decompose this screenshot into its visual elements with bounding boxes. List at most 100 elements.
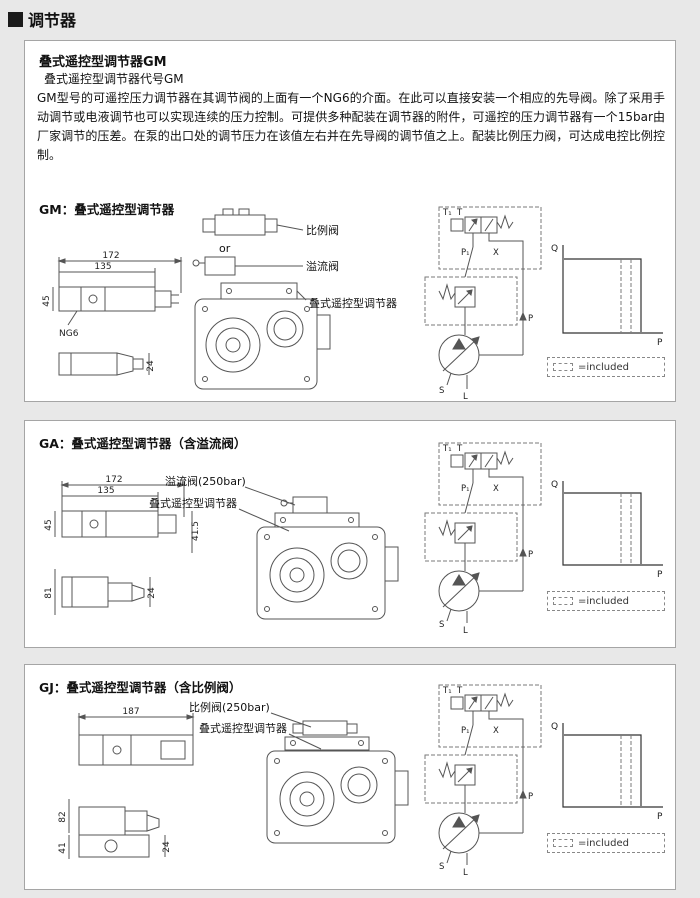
ga-section-title: GA：叠式遥控型调节器（含溢流阀） [39, 436, 247, 451]
gj-chart-curve [564, 734, 642, 806]
gj-chart-axes [562, 723, 663, 808]
title-marker-square [8, 11, 23, 27]
gj-port-x: X [493, 726, 499, 736]
ga-port-l: L [463, 626, 468, 636]
ga-chart-p-label: P [657, 570, 663, 580]
ga-port-x: X [493, 484, 499, 494]
gm-top-view-outline [52, 257, 183, 326]
gj-dim-24: 24 [162, 841, 172, 853]
ga-dim-24: 24 [147, 587, 157, 599]
gj-callout-leader-1 [270, 712, 312, 728]
gj-legend-symbol [553, 839, 573, 847]
gm-relief-valve-figure [192, 256, 303, 276]
ga-pump-figure: 溢流阀(250bar) 叠式遥控型调节器 [149, 474, 399, 620]
ga-pilot-dashed-box [438, 442, 542, 506]
gm-pilot-dashed-box [438, 206, 542, 270]
ga-legend-text: =included [578, 595, 629, 607]
gj-dimension-drawing: 187 82 41 24 [58, 707, 195, 859]
gm-section-title: GM：叠式遥控型调节器 [39, 202, 175, 217]
ga-qp-chart: Q P [551, 480, 663, 580]
ga-dim-172: 172 [105, 475, 122, 485]
gm-legend: =included [547, 357, 665, 377]
gm-heading: 叠式遥控型调节器GM [39, 55, 167, 70]
ga-side-view-outline [54, 569, 151, 615]
page-title: 调节器 [28, 11, 77, 30]
gm-callout-regulator: 叠式遥控型调节器 [309, 296, 397, 310]
ga-chart-curve [564, 492, 642, 564]
ga-callout-leader-1 [244, 486, 296, 506]
gm-dim-135: 135 [94, 262, 111, 272]
gm-side-view-outline [58, 352, 150, 376]
ga-chart-q-label: Q [551, 480, 558, 490]
ga-chart-axes [562, 481, 663, 566]
gm-port-p: P [528, 314, 533, 324]
ga-port-p: P [528, 550, 533, 560]
ga-port-t1: T₁ [442, 444, 452, 454]
gj-port-l: L [463, 868, 468, 878]
gj-dim-187: 187 [122, 707, 139, 717]
ga-regulator-dashed-box [424, 512, 518, 562]
gj-legend: =included [547, 833, 665, 853]
ga-pilot-valve-symbol [450, 450, 524, 549]
ga-circuit-diagram: T₁ T P₁ X P S L [424, 442, 542, 636]
gj-top-view-outline [77, 713, 195, 766]
gj-pump-figure: 比例阀(250bar) 叠式遥控型调节器 [189, 700, 409, 844]
gj-port-s: S [439, 862, 444, 872]
ga-dim-135: 135 [97, 486, 114, 496]
gm-pump-body-figure [194, 282, 331, 390]
page-header: 调节器 [8, 7, 76, 31]
gm-regulator-valve-symbol [438, 246, 476, 335]
gj-callout-leader-2 [288, 733, 322, 750]
ga-pump-symbol [438, 547, 527, 623]
gm-callout-or: or [219, 242, 231, 255]
gm-body-paragraph: GM型号的可遥控压力调节器在其调节阀的上面有一个NG6的介面。在此可以直接安装一… [37, 91, 665, 162]
gm-regulator-dashed-box [424, 276, 518, 326]
panel-gj: GJ：叠式遥控型调节器（含比例阀） 187 [24, 664, 676, 890]
ga-callout-leader-2 [238, 508, 290, 532]
gm-qp-chart: Q P [551, 244, 663, 348]
gm-dim-ng6: NG6 [59, 329, 79, 339]
gm-chart-curve [564, 258, 642, 332]
ga-dim-45: 45 [44, 519, 54, 530]
gm-port-l: L [463, 392, 468, 402]
gj-pump-body-figure [266, 720, 409, 844]
gj-port-p1: P₁ [461, 726, 470, 736]
gj-pilot-dashed-box [438, 684, 542, 748]
gj-dim-82: 82 [58, 811, 68, 822]
gj-pilot-valve-symbol [450, 692, 524, 791]
gj-chart-p-label: P [657, 812, 663, 822]
gm-callout-relief-valve: 溢流阀 [306, 259, 339, 273]
gm-dim-45: 45 [42, 295, 52, 306]
gm-port-t: T [456, 208, 463, 218]
gm-circuit-diagram: T₁ T P₁ X P S L [424, 206, 542, 402]
ga-regulator-valve-symbol [438, 482, 476, 571]
ga-callout-regulator: 叠式遥控型调节器 [149, 496, 237, 510]
gm-chart-q-label: Q [551, 244, 558, 254]
gm-port-s: S [439, 386, 444, 396]
gm-dimension-drawing: 172 135 45 NG6 24 [42, 251, 183, 376]
gm-chart-axes [562, 245, 663, 334]
gm-port-p1: P₁ [461, 248, 470, 258]
ga-port-t: T [456, 444, 463, 454]
ga-dim-81: 81 [44, 587, 54, 598]
gm-pump-symbol [438, 311, 527, 389]
gj-side-view-outline [68, 799, 166, 859]
gm-proportional-valve-figure [202, 208, 304, 236]
gj-callout-regulator: 叠式遥控型调节器 [199, 721, 287, 735]
gj-legend-text: =included [578, 837, 629, 849]
gm-callout-proportional-valve: 比例阀 [306, 223, 339, 237]
gj-regulator-valve-symbol [438, 724, 476, 813]
gj-port-t1: T₁ [442, 686, 452, 696]
gm-port-t1: T₁ [442, 208, 452, 218]
gj-dim-41: 41 [58, 842, 68, 853]
gj-chart-q-label: Q [551, 722, 558, 732]
ga-dim-41-5: 41.5 [191, 521, 201, 541]
gj-port-p: P [528, 792, 533, 802]
ga-top-view-outline [54, 481, 193, 553]
gm-port-x: X [493, 248, 499, 258]
gm-dim-172: 172 [102, 251, 119, 261]
ga-dimension-drawing: 172 135 45 41.5 81 24 [44, 475, 201, 615]
gj-qp-chart: Q P [551, 722, 663, 822]
gm-pilot-valve-symbol [450, 214, 524, 313]
